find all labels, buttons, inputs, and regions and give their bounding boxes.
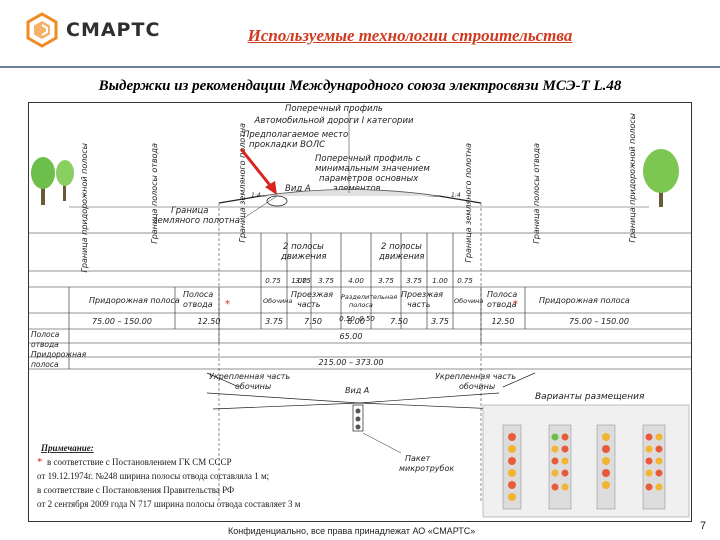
min-profile-label-2: минимальным значением [315, 164, 430, 174]
small-dim-4: 3.75 [318, 277, 334, 285]
median-label-2: полоса [349, 301, 373, 309]
total-all-value: 215.00 – 373.00 [318, 358, 383, 367]
carriage-left-value: 7.50 [304, 317, 322, 326]
left-border-label-3: Граница земляного полотна [238, 123, 247, 243]
variants-label: Варианты размещения [535, 392, 645, 402]
proposed-place-label-2: прокладки ВОЛС [249, 140, 325, 150]
roadside-strip-label-right: Придорожная полоса [539, 296, 630, 305]
min-profile-label-1: Поперечный профиль с [315, 154, 421, 164]
shoulder-label-right: Обочина [454, 297, 483, 305]
small-dim-3: 3.75 [295, 277, 311, 285]
page-number: 7 [700, 520, 707, 532]
right-of-way-label-right-1: Полоса [487, 290, 517, 299]
min-profile-label-4: элементов [333, 184, 381, 194]
right-border-label-3: Граница придорожной полосы [628, 113, 637, 243]
left-tree-icon [31, 157, 74, 205]
package-label-2: микротрубок [399, 464, 454, 473]
logo-text: СМАРТС [66, 19, 161, 41]
right-asterisk-icon: * [513, 299, 518, 310]
view-a-callout-circle [266, 195, 288, 207]
row-right-value: 12.50 [492, 317, 515, 326]
median-value: 6.00 [347, 317, 365, 326]
right-border-label-2: Граница полосы отвода [532, 143, 541, 244]
company-logo: СМАРТС [24, 10, 184, 50]
roadside-right-value: 75.00 – 150.00 [569, 317, 629, 326]
note-heading: Примечание: [40, 443, 94, 453]
roadside-left-value: 75.00 – 150.00 [92, 317, 152, 326]
cross-profile-label: Поперечный профиль [285, 104, 383, 114]
right-of-way-label-left-1: Полоса [183, 290, 213, 299]
page-title: Используемые технологии строительства [247, 26, 573, 45]
slope-right-label: 1:4 [451, 192, 461, 199]
left-col-roadside-2: полоса [31, 360, 59, 369]
lanes-right-label-2: движения [378, 252, 425, 262]
min-profile-label-3: параметров основных [319, 174, 419, 184]
lanes-left-label-1: 2 полосы [283, 242, 324, 252]
variant-3 [596, 424, 616, 510]
logo-hexagon-icon [26, 12, 58, 48]
reinforced-right-label-1: Укрепленная часть [435, 372, 516, 381]
earth-border-label-1: Граница [171, 206, 208, 216]
right-of-way-label-left-2: отвода [183, 300, 213, 309]
reinforced-left-label-1: Укрепленная часть [209, 372, 290, 381]
right-of-way-label-right-2: отвода [487, 300, 517, 309]
mid-small-dim-2: 0.50 [359, 315, 375, 323]
view-a-bottom-label: Вид А [345, 386, 369, 395]
note-line-1: в соответствие с Постановлением ГК СМ СС… [47, 457, 232, 467]
left-col-roadside-1: Придорожная [31, 350, 87, 359]
note-line-2: от 19.12.1974г. №248 ширина полосы отвод… [37, 471, 269, 481]
page-subtitle: Выдержки из рекомендации Международного … [98, 78, 622, 94]
left-col-row-strip-1: Полоса [31, 330, 60, 339]
right-border-label-1: Граница земляного полотна [464, 143, 473, 263]
lanes-right-label-1: 2 полосы [381, 242, 422, 252]
confidential-footer: Конфиденциально, все права принадлежат А… [228, 526, 476, 536]
road-category-label: Автомобильной дороги I категории [254, 116, 414, 126]
reinforced-left-label-2: обочины [235, 382, 271, 391]
slope-left-label: 1:4 [251, 192, 261, 199]
note-asterisk-icon: * [37, 456, 43, 468]
small-dim-2: 1.00 [291, 277, 307, 285]
small-dim-5: 4.00 [348, 277, 364, 285]
variant-1 [502, 424, 522, 510]
shoulder-left-value: 3.75 [265, 317, 283, 326]
note-line-3: в соответствие с Постановления Правитель… [37, 485, 234, 495]
small-dim-8: 1.00 [432, 277, 448, 285]
view-a-top-label: Вид А [285, 184, 311, 194]
roadside-strip-label-left: Придорожная полоса [89, 296, 180, 305]
road-cross-section-figure: Граница придорожной полосы Граница полос… [28, 102, 692, 522]
carriageway-label-left-2: часть [297, 300, 321, 309]
variant-2 [548, 424, 572, 510]
mid-small-dim-1: 0.50 [339, 315, 355, 323]
lanes-left-label-2: движения [280, 252, 327, 262]
right-tree-icon [643, 149, 679, 207]
small-dim-9: 0.75 [457, 277, 473, 285]
reinforced-right-label-2: обочины [459, 382, 495, 391]
small-dim-1: 0.75 [265, 277, 281, 285]
left-col-row-strip-2: отвода [31, 340, 59, 349]
proposed-place-arrow-icon [239, 148, 277, 195]
carriage-right-value: 7.50 [390, 317, 408, 326]
variant-4 [642, 424, 666, 510]
median-label-1: Разделительная [341, 293, 397, 301]
carriageway-label-right-1: Проезжая [401, 290, 443, 299]
carriageway-label-right-2: часть [407, 300, 431, 309]
left-border-label-1: Граница придорожной полосы [80, 143, 89, 273]
small-dim-7: 3.75 [406, 277, 422, 285]
small-dim-6: 3.75 [378, 277, 394, 285]
placement-variants-panel [482, 404, 690, 518]
note-line-4: от 2 сентября 2009 года N 717 ширина пол… [37, 499, 301, 509]
left-border-label-2: Граница полосы отвода [150, 143, 159, 244]
row-left-value: 12.50 [198, 317, 221, 326]
header-divider [0, 66, 720, 68]
carriageway-label-left-1: Проезжая [291, 290, 333, 299]
shoulder-right-value: 3.75 [431, 317, 449, 326]
shoulder-label-left: Обочина [263, 297, 292, 305]
cross-section-drawing: Граница придорожной полосы Граница полос… [29, 104, 691, 518]
total-row-value: 65.00 [340, 332, 363, 341]
package-label-1: Пакет [405, 454, 431, 463]
proposed-place-label-1: Предполагаемое место [243, 130, 348, 140]
left-asterisk-icon: * [225, 299, 230, 310]
earth-border-label-2: земляного полотна [153, 216, 240, 226]
